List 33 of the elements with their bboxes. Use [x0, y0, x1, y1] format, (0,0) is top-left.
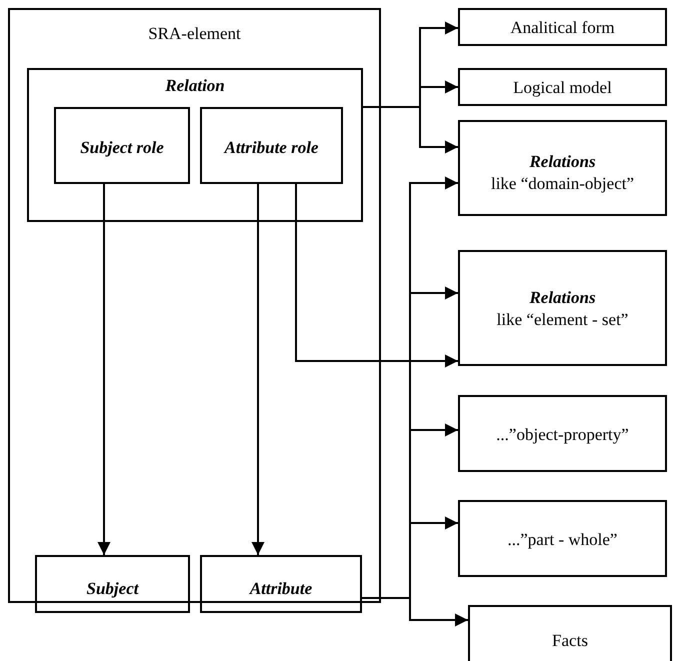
relation-type-box: [458, 395, 667, 472]
node-description: like “element - set”: [496, 310, 630, 330]
container-box: [8, 8, 381, 603]
role-box: [54, 107, 190, 184]
output-box: [458, 8, 667, 46]
relation-type-box: [458, 250, 667, 366]
node-label: Subject: [86, 579, 140, 599]
node-label: Relations: [528, 288, 597, 308]
relation-type-box: [458, 500, 667, 577]
node-label: Logical model: [512, 78, 613, 98]
node-label: Relations: [528, 152, 597, 172]
arrow: [362, 597, 468, 626]
arrow: [363, 106, 458, 154]
entity-box: [35, 555, 190, 613]
node-label: Attribute role: [222, 138, 320, 158]
node-label: SRA-element: [147, 24, 242, 44]
node-label: Relation: [164, 76, 226, 96]
node-label: ...”object-property”: [495, 425, 630, 445]
arrow: [98, 184, 110, 555]
node-label: ...”part - whole”: [506, 530, 618, 550]
relation-box: [27, 68, 363, 222]
role-box: [200, 107, 343, 184]
node-label: Analitical form: [509, 18, 616, 38]
node-label: Attribute: [248, 579, 314, 599]
arrow: [252, 184, 264, 555]
relation-type-box: [458, 120, 667, 216]
arrow: [295, 184, 458, 368]
output-box: [458, 68, 667, 106]
node-label: Facts: [551, 631, 589, 651]
node-description: like “domain-object”: [490, 174, 636, 194]
entity-box: [200, 555, 362, 613]
node-label: Subject role: [79, 138, 165, 158]
fact-box: [468, 605, 672, 661]
